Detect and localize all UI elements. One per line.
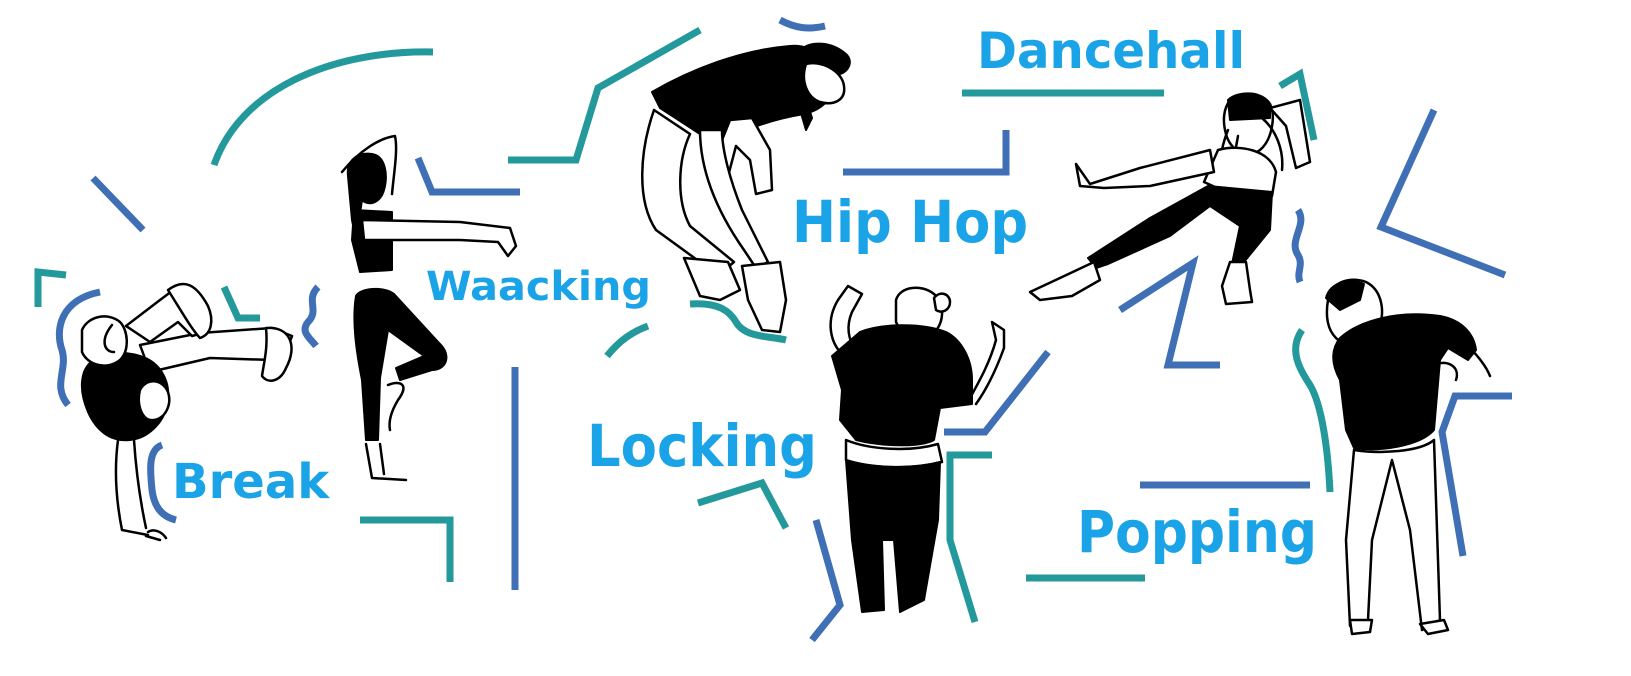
accent-line (301, 284, 321, 349)
accent-line (414, 156, 520, 196)
label-break: Break (172, 454, 330, 510)
accent-line (843, 130, 1010, 176)
style-labels: Break Waacking Hip Hop Dancehall Locking… (172, 22, 1317, 566)
accent-line (946, 451, 992, 624)
accent-line (90, 175, 146, 233)
accent-line (210, 48, 434, 167)
accent-line (508, 26, 702, 164)
label-popping: Popping (1077, 498, 1317, 566)
locking-dancer-figure (829, 284, 1006, 613)
dancehall-dancer-figure (1028, 92, 1312, 306)
accent-line (55, 288, 101, 408)
accent-line (220, 285, 260, 322)
accent-line (1376, 108, 1507, 279)
accent-line (1118, 255, 1220, 369)
decorative-lines (34, 16, 1512, 643)
accent-line (689, 300, 787, 344)
accent-line (778, 16, 826, 32)
accent-line (147, 441, 178, 524)
accent-line (1292, 327, 1334, 493)
accent-line (944, 349, 1051, 436)
accent-line (360, 516, 454, 582)
label-locking: Locking (587, 412, 817, 480)
hiphop-dancer-figure (641, 42, 851, 334)
waacking-dancer-figure (340, 134, 518, 482)
accent-line (1438, 392, 1512, 557)
accent-line (34, 268, 67, 307)
accent-line (696, 478, 790, 530)
label-hiphop: Hip Hop (792, 188, 1028, 256)
accent-line (1278, 68, 1318, 141)
accent-line (809, 519, 844, 643)
break-dancer-figure (80, 282, 294, 542)
label-dancehall: Dancehall (977, 22, 1245, 80)
accent-line (604, 322, 650, 359)
accent-line (1291, 208, 1305, 284)
label-waacking: Waacking (426, 264, 651, 310)
popping-dancer-figure (1325, 278, 1492, 636)
